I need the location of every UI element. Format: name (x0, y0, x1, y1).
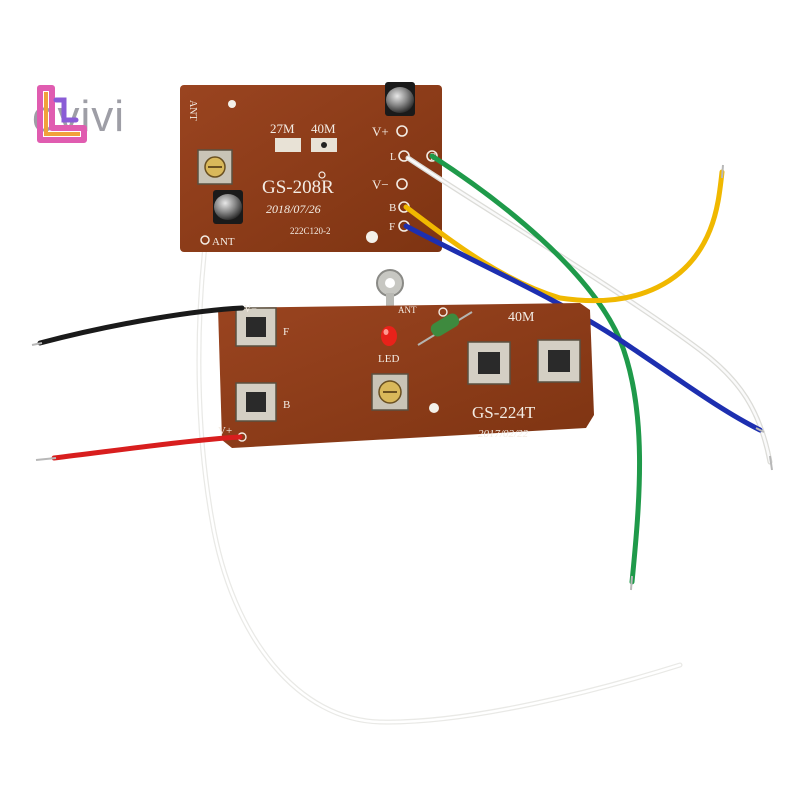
receiver-board: 27M 40M GS-208R 2018/07/26 222C120-2 ANT… (180, 82, 442, 252)
freq-label-40m: 40M (311, 121, 336, 136)
transmitter-freq: 40M (508, 310, 535, 325)
button-f-label: F (283, 326, 289, 338)
receiver-model: GS-208R (262, 177, 334, 198)
transmitter-ant: ANT (398, 305, 417, 315)
receiver-date: 2018/07/26 (266, 202, 321, 216)
receiver-code: 222C120-2 (290, 226, 331, 236)
transmitter-v-minus: V− (244, 304, 257, 315)
blue-wire (403, 223, 763, 433)
freq-label-27m: 27M (270, 121, 295, 136)
brand-watermark: ovivi (32, 82, 125, 152)
brand-logo-icon (37, 85, 87, 143)
button-b-label: B (283, 399, 290, 411)
transmitter-board: ANT 40M LED F B V− V+ GS-224T 2017/02/22 (218, 269, 594, 448)
pin-v-minus: V− (372, 177, 389, 192)
black-wire (37, 305, 245, 346)
transmitter-date: 2017/02/22 (478, 428, 529, 440)
pin-l: L (390, 152, 396, 163)
pin-f: F (389, 221, 395, 233)
red-wire (51, 434, 243, 461)
pin-b: B (389, 202, 396, 214)
receiver-ant-bottom: ANT (212, 236, 235, 248)
transmitter-v-plus: V+ (218, 425, 232, 437)
pin-v-plus: V+ (372, 124, 389, 139)
yellow-wire (403, 169, 725, 304)
led-label: LED (378, 353, 399, 365)
transmitter-model: GS-224T (472, 403, 536, 422)
receiver-ant-top: ANT (187, 100, 198, 121)
